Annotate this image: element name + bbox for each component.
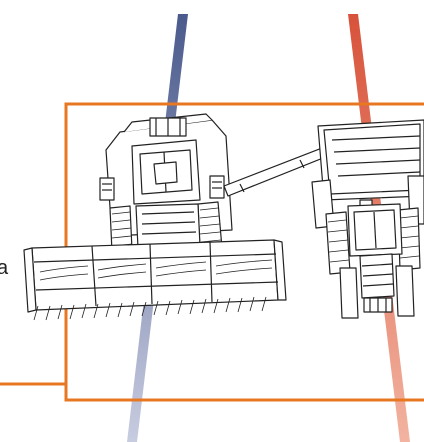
text-fragment-left-2: a — [0, 257, 9, 279]
combine-harvester-icon — [23, 113, 397, 321]
tractor-grain-cart-icon — [311, 119, 424, 319]
